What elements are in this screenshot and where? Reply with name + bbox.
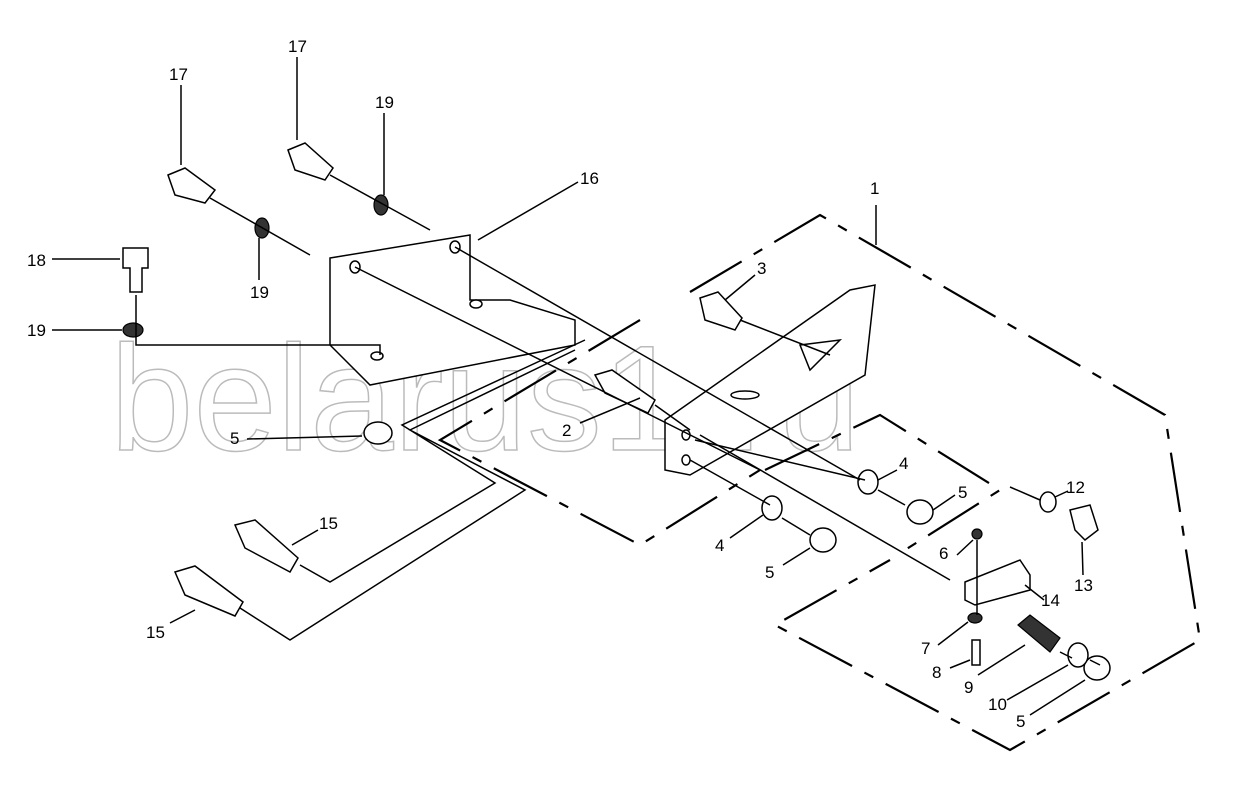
assembly-outline — [437, 213, 1202, 752]
callout-4: 4 — [715, 536, 724, 555]
leader-lines — [52, 57, 1086, 716]
callout-1: 1 — [870, 179, 879, 198]
nut-6 — [971, 528, 983, 540]
carriage-bolt-15 — [173, 519, 299, 617]
callout-5: 5 — [958, 483, 967, 502]
callout-2: 2 — [562, 421, 571, 440]
assembly-lines — [135, 174, 1101, 666]
bolt-center — [593, 369, 656, 414]
bolt-17 — [167, 142, 334, 204]
callout-18: 18 — [27, 251, 46, 270]
callout-3: 3 — [757, 259, 766, 278]
bolt-3 — [699, 291, 743, 331]
callout-12: 12 — [1066, 478, 1085, 497]
washer-7 — [967, 612, 983, 624]
callout-6: 6 — [939, 544, 948, 563]
bolt-18 — [122, 247, 149, 293]
callout-14: 14 — [1041, 591, 1060, 610]
callout-4: 4 — [899, 454, 908, 473]
washer-4 — [761, 469, 1089, 668]
lock-washer-19 — [122, 194, 389, 338]
callout-13: 13 — [1074, 576, 1093, 595]
callout-8: 8 — [932, 663, 941, 682]
callout-10: 10 — [988, 695, 1007, 714]
bracket-16 — [329, 234, 576, 386]
callout-19: 19 — [250, 283, 269, 302]
spring-9 — [1017, 614, 1061, 653]
block-14 — [964, 559, 1031, 606]
callout-15: 15 — [319, 514, 338, 533]
screw-8 — [971, 639, 981, 666]
callout-7: 7 — [921, 639, 930, 658]
subassembly-outline — [764, 413, 1003, 551]
callout-5: 5 — [765, 563, 774, 582]
callout-9: 9 — [964, 678, 973, 697]
callout-17: 17 — [288, 37, 307, 56]
callout-5: 5 — [1016, 712, 1025, 731]
wing-nut-13 — [1069, 504, 1099, 541]
callout-19: 19 — [27, 321, 46, 340]
callout-19: 19 — [375, 93, 394, 112]
nut-5 — [363, 421, 1111, 681]
callout-labels: 17 17 19 16 1 18 19 3 19 5 2 4 5 12 4 5 … — [27, 37, 1093, 731]
washer-12 — [1039, 491, 1057, 513]
callout-15: 15 — [146, 623, 165, 642]
callout-16: 16 — [580, 169, 599, 188]
callout-5: 5 — [230, 429, 239, 448]
callout-17: 17 — [169, 65, 188, 84]
